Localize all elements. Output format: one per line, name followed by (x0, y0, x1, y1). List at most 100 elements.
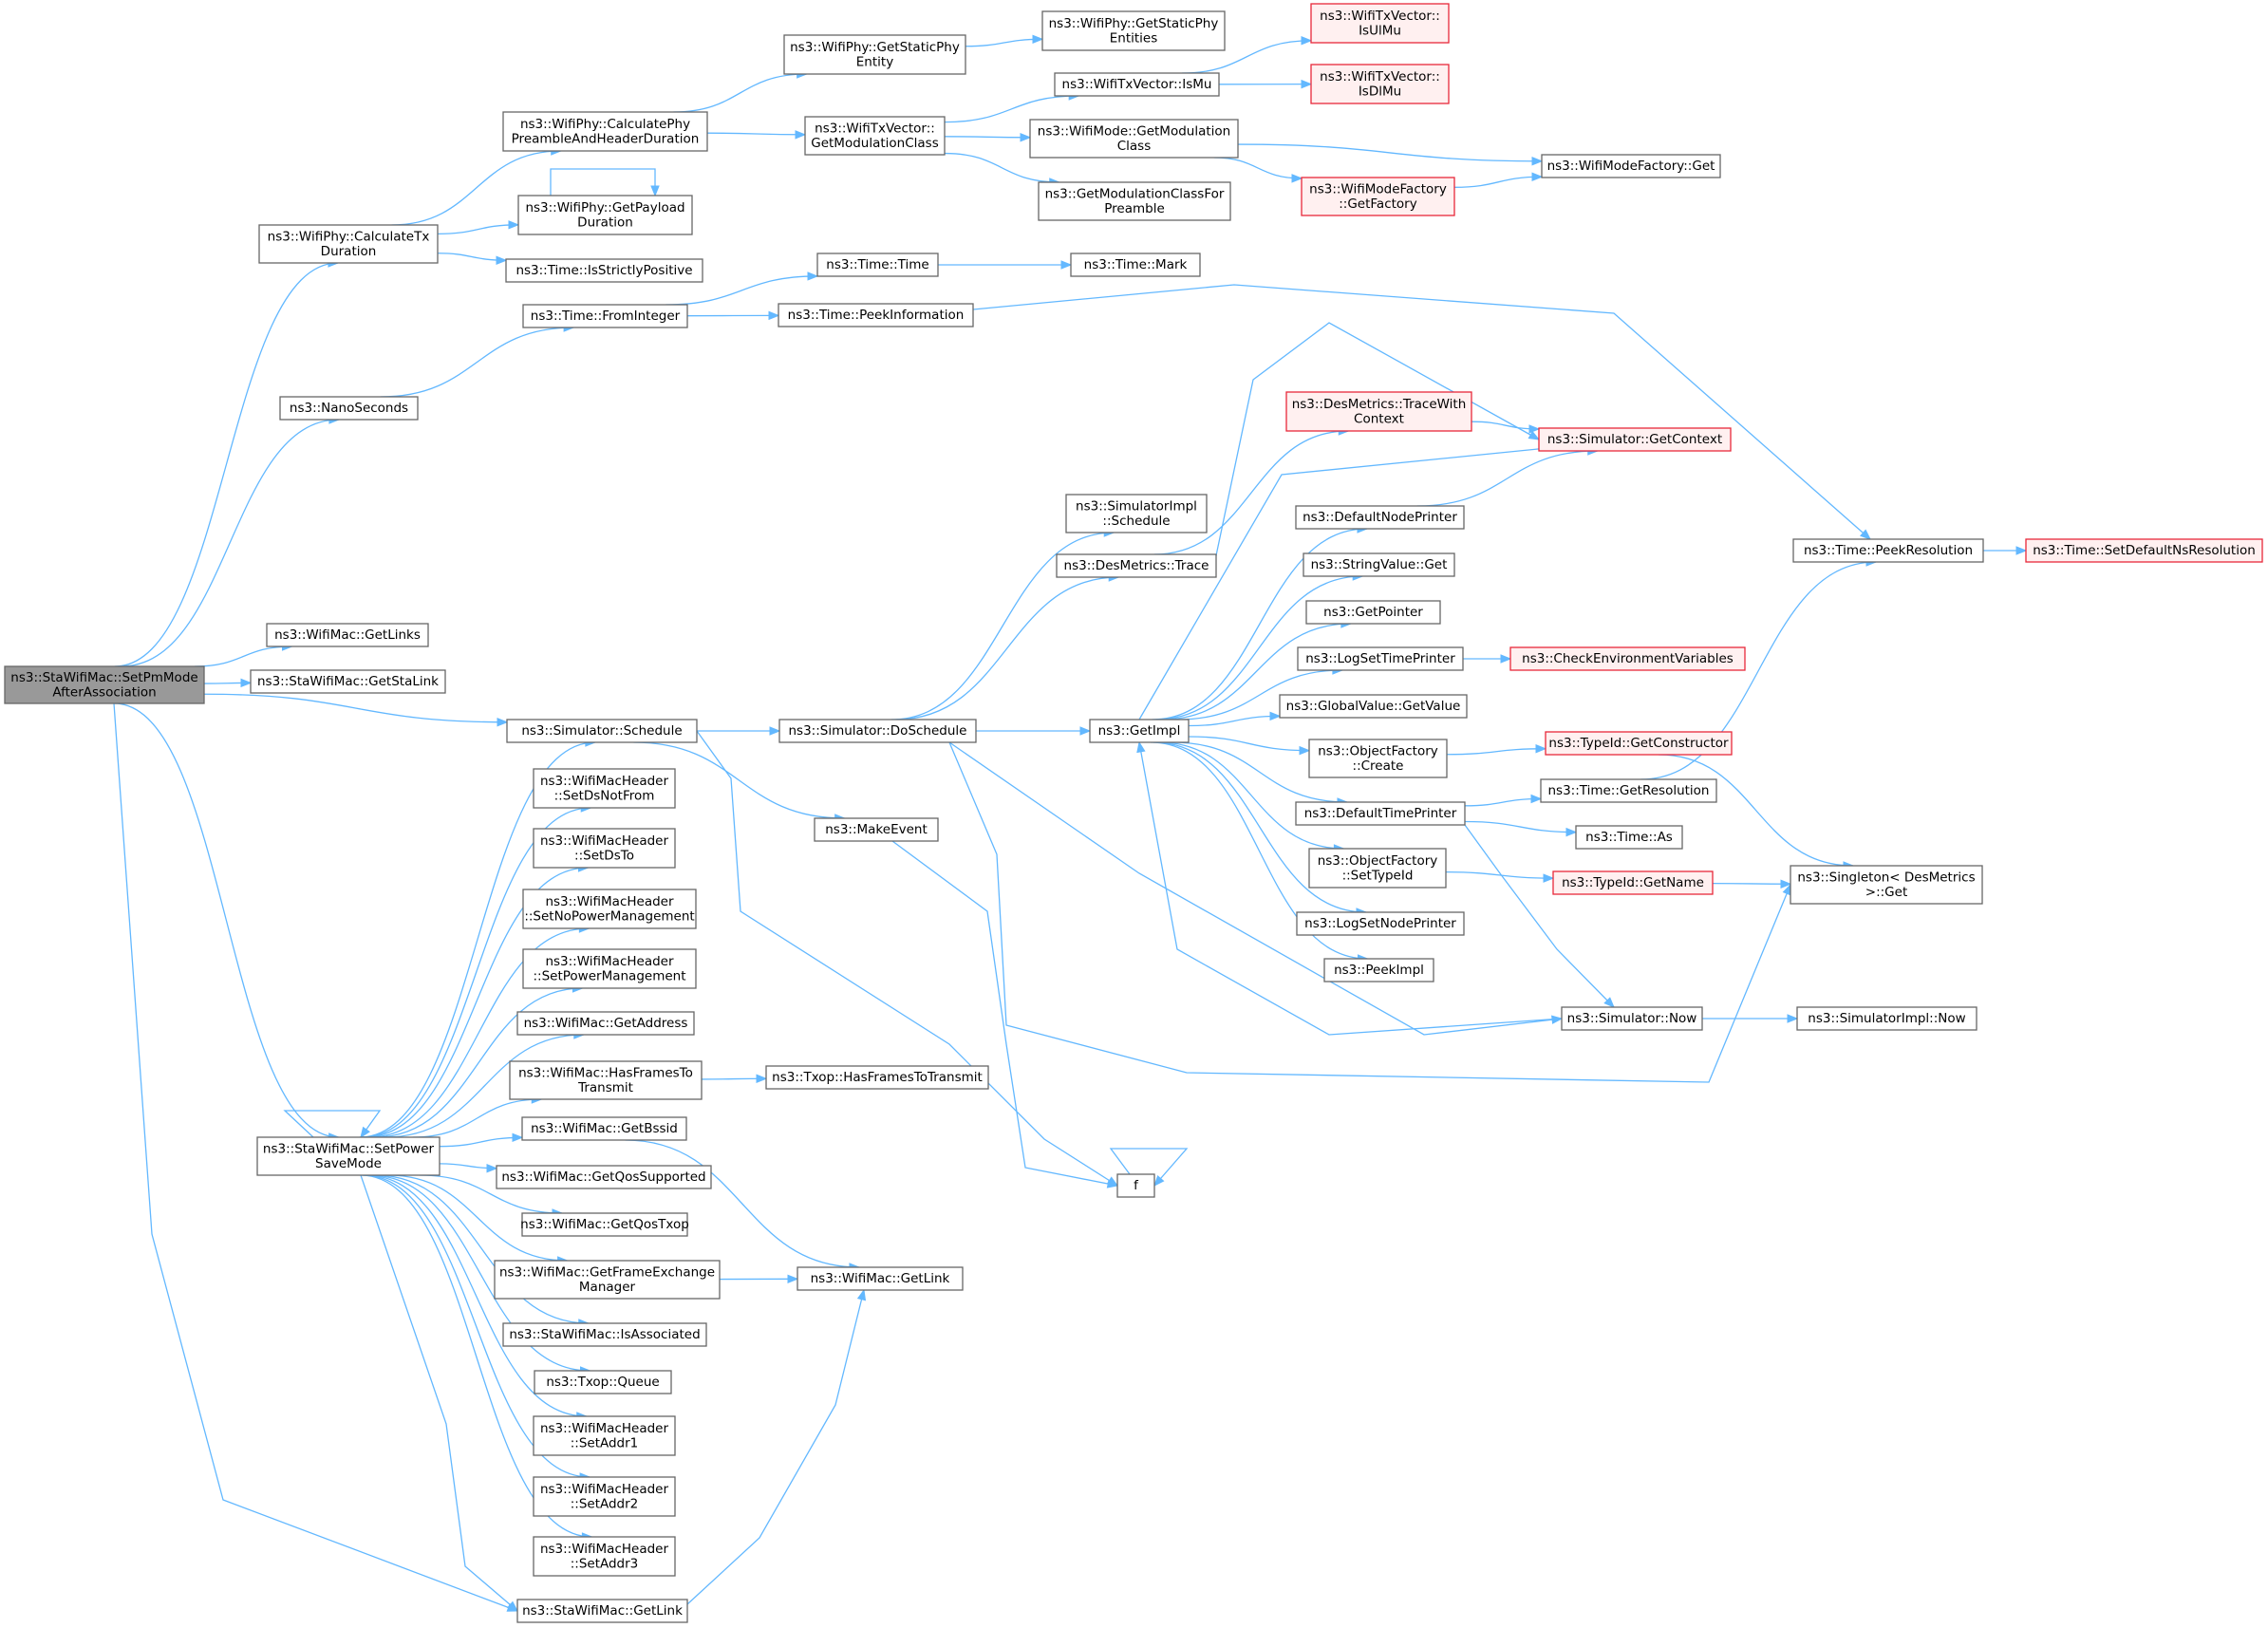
node-ns3-wifitxvector-getmodulationclass[interactable]: ns3::WifiTxVector::GetModulationClass (804, 116, 946, 156)
node-ns3-time-setdefaultnsresolution[interactable]: ns3::Time::SetDefaultNsResolution (2025, 538, 2263, 563)
node-ns3-wifimode-getmodulation-class[interactable]: ns3::WifiMode::GetModulationClass (1029, 119, 1239, 159)
node-label-line: ns3::WifiPhy::CalculatePhy (520, 117, 690, 132)
node-box (1308, 739, 1448, 778)
node-label-line: ns3::DefaultTimePrinter (1304, 806, 1457, 821)
node-ns3-objectfactory-create[interactable]: ns3::ObjectFactory::Create (1308, 739, 1448, 778)
edge-staGetLink-to-macGetLink (686, 1289, 865, 1605)
node-box (279, 396, 419, 421)
node-box (521, 1212, 688, 1237)
node-ns3-wifimac-getlinks[interactable]: ns3::WifiMac::GetLinks (266, 623, 429, 647)
node-ns3-simulator-schedule[interactable]: ns3::Simulator::Schedule (506, 719, 698, 743)
node-ns3-wifimacheader-setaddr2[interactable]: ns3::WifiMacHeader::SetAddr2 (533, 1476, 676, 1517)
node-ns3-time-time[interactable]: ns3::Time::Time (816, 253, 939, 277)
node-ns3-typeid-getconstructor[interactable]: ns3::TypeId::GetConstructor (1545, 731, 1733, 756)
node-ns3-singleton-desmetrics-get[interactable]: ns3::Singleton< DesMetrics>::Get (1790, 865, 1983, 905)
edge-calcPhy-to-modClass (706, 132, 806, 136)
node-ns3-wifimac-getbssid[interactable]: ns3::WifiMac::GetBssid (521, 1116, 687, 1141)
node-ns3-wifiphy-calculatephy-preambleandheaderduration[interactable]: ns3::WifiPhy::CalculatePhyPreambleAndHea… (502, 111, 708, 152)
node-ns3-stawifimac-isassociated[interactable]: ns3::StaWifiMac::IsAssociated (502, 1322, 707, 1347)
node-ns3-stawifimac-getstalink[interactable]: ns3::StaWifiMac::GetStaLink (250, 669, 446, 694)
node-ns3-simulator-getcontext[interactable]: ns3::Simulator::GetContext (1538, 427, 1732, 452)
node-label-line: ns3::WifiMac::GetLinks (274, 627, 421, 643)
edge-desTrace-to-getContext (1214, 322, 1540, 561)
arrowhead-staticPhy-to-staticPhyEnt (1032, 34, 1044, 45)
arrowhead-calcPhy-to-modClass (795, 130, 807, 140)
edge-defTimePr-to-timeAs (1464, 820, 1577, 833)
node-ns3-time-peekinformation[interactable]: ns3::Time::PeekInformation (778, 303, 974, 327)
node-ns3-typeid-getname[interactable]: ns3::TypeId::GetName (1552, 870, 1714, 895)
node-ns3-simulator-now[interactable]: ns3::Simulator::Now (1561, 1006, 1703, 1031)
node-ns3-getpointer[interactable]: ns3::GetPointer (1305, 600, 1441, 625)
node-ns3-time-isstrictlypositive[interactable]: ns3::Time::IsStrictlyPositive (505, 258, 703, 283)
node-ns3-logsettimeprinter[interactable]: ns3::LogSetTimePrinter (1297, 646, 1464, 671)
node-ns3-defaulttimeprinter[interactable]: ns3::DefaultTimePrinter (1295, 801, 1466, 826)
arrowhead-defTimePr-to-simNow (1603, 997, 1615, 1008)
node-ns3-wifitxvector-ismu[interactable]: ns3::WifiTxVector::IsMu (1054, 72, 1220, 97)
node-ns3-checkenvironmentvariables[interactable]: ns3::CheckEnvironmentVariables (1509, 646, 1746, 671)
node-ns3-stringvalue-get[interactable]: ns3::StringValue::Get (1303, 552, 1455, 577)
node-label-line: ns3::StringValue::Get (1311, 557, 1448, 572)
node-ns3-wifimacheader-setnopowermanagement[interactable]: ns3::WifiMacHeader::SetNoPowerManagement (522, 889, 697, 929)
node-ns3-wifimac-getlink[interactable]: ns3::WifiMac::GetLink (797, 1266, 964, 1291)
arrowhead-calcTx-to-strictPos (496, 255, 508, 265)
node-ns3-wifimodefactory-getfactory[interactable]: ns3::WifiModeFactory::GetFactory (1301, 177, 1455, 216)
node-label-line: ns3::TypeId::GetName (1562, 875, 1704, 890)
node-ns3-stawifimac-getlink[interactable]: ns3::StaWifiMac::GetLink (516, 1599, 688, 1623)
node-ns3-simulator-doschedule[interactable]: ns3::Simulator::DoSchedule (778, 719, 977, 743)
node-ns3-objectfactory-settypeid[interactable]: ns3::ObjectFactory::SetTypeId (1308, 848, 1447, 889)
node-ns3-wifimacheader-setdsto[interactable]: ns3::WifiMacHeader::SetDsTo (533, 828, 676, 869)
edge-root-to-calcTx (114, 262, 338, 667)
node-ns3-defaultnodeprinter[interactable]: ns3::DefaultNodePrinter (1295, 505, 1465, 530)
node-box (4, 665, 205, 704)
node-box (814, 817, 939, 842)
node-ns3-wifimac-getqossupported[interactable]: ns3::WifiMac::GetQosSupported (496, 1165, 712, 1189)
node-label-line: ns3::WifiMac::GetQosTxop (520, 1217, 689, 1232)
node-ns3-wifimac-getaddress[interactable]: ns3::WifiMac::GetAddress (516, 1011, 695, 1036)
node-box (1308, 848, 1447, 889)
node-ns3-time-mark[interactable]: ns3::Time::Mark (1070, 253, 1201, 277)
node-ns3-wifimac-hasframesto-transmit[interactable]: ns3::WifiMac::HasFramesToTransmit (509, 1060, 703, 1100)
node-ns3-wifimacheader-setaddr3[interactable]: ns3::WifiMacHeader::SetAddr3 (533, 1536, 676, 1577)
node-ns3-wifitxvector-isulmu[interactable]: ns3::WifiTxVector::IsUlMu (1310, 3, 1450, 44)
node-ns3-time-peekresolution[interactable]: ns3::Time::PeekResolution (1792, 538, 1984, 563)
node-ns3-wifimacheader-setaddr1[interactable]: ns3::WifiMacHeader::SetAddr1 (533, 1415, 676, 1456)
node-ns3-wifitxvector-isdlmu[interactable]: ns3::WifiTxVector::IsDlMu (1310, 64, 1450, 104)
node-ns3-makeevent[interactable]: ns3::MakeEvent (814, 817, 939, 842)
node-ns3-wifimac-getqostxop[interactable]: ns3::WifiMac::GetQosTxop (520, 1212, 689, 1237)
node-ns3-txop-hasframestotransmit[interactable]: ns3::Txop::HasFramesToTransmit (765, 1065, 989, 1090)
node-ns3-time-getresolution[interactable]: ns3::Time::GetResolution (1540, 778, 1717, 803)
node-box (1279, 694, 1468, 719)
node-ns3-txop-queue[interactable]: ns3::Txop::Queue (534, 1370, 672, 1394)
node-ns3-desmetrics-trace[interactable]: ns3::DesMetrics::Trace (1056, 553, 1217, 578)
node-ns3-wifimacheader-setpowermanagement[interactable]: ns3::WifiMacHeader::SetPowerManagement (522, 948, 697, 989)
node-ns3-simulatorimpl-schedule[interactable]: ns3::SimulatorImpl::Schedule (1065, 494, 1208, 533)
node-ns3-globalvalue-getvalue[interactable]: ns3::GlobalValue::GetValue (1279, 694, 1468, 719)
node-label-line: ns3::WifiTxVector:: (1320, 69, 1440, 84)
node-label-line: ns3::GlobalValue::GetValue (1286, 699, 1461, 714)
edge-setPower-to-setAddr1 (366, 1174, 587, 1417)
node-ns3-simulatorimpl-now[interactable]: ns3::SimulatorImpl::Now (1796, 1006, 1977, 1031)
node-ns3-nanoseconds[interactable]: ns3::NanoSeconds (279, 396, 419, 421)
node-ns3-getimpl[interactable]: ns3::GetImpl (1089, 719, 1190, 743)
node-label-line: ns3::WifiModeFactory (1309, 181, 1447, 196)
node-ns3-wifimodefactory-get[interactable]: ns3::WifiModeFactory::Get (1541, 154, 1721, 178)
node-ns3-wifimacheader-setdsnotfrom[interactable]: ns3::WifiMacHeader::SetDsNotFrom (533, 768, 676, 809)
node-label-line: ns3::WifiMacHeader (540, 774, 669, 789)
node-ns3-stawifimac-setpmmode-afterassociation[interactable]: ns3::StaWifiMac::SetPmModeAfterAssociati… (4, 665, 205, 704)
node-label-line: AfterAssociation (52, 684, 156, 700)
node-f[interactable]: f (1116, 1173, 1155, 1198)
node-ns3-peekimpl[interactable]: ns3::PeekImpl (1323, 958, 1434, 982)
edge-setPower-to-setAddr2 (363, 1174, 590, 1478)
node-ns3-time-as[interactable]: ns3::Time::As (1575, 825, 1683, 850)
node-label-line: ns3::StaWifiMac::GetStaLink (257, 674, 439, 689)
node-ns3-time-frominteger[interactable]: ns3::Time::FromInteger (522, 304, 688, 328)
node-ns3-logsetnodeprinter[interactable]: ns3::LogSetNodePrinter (1296, 911, 1465, 936)
